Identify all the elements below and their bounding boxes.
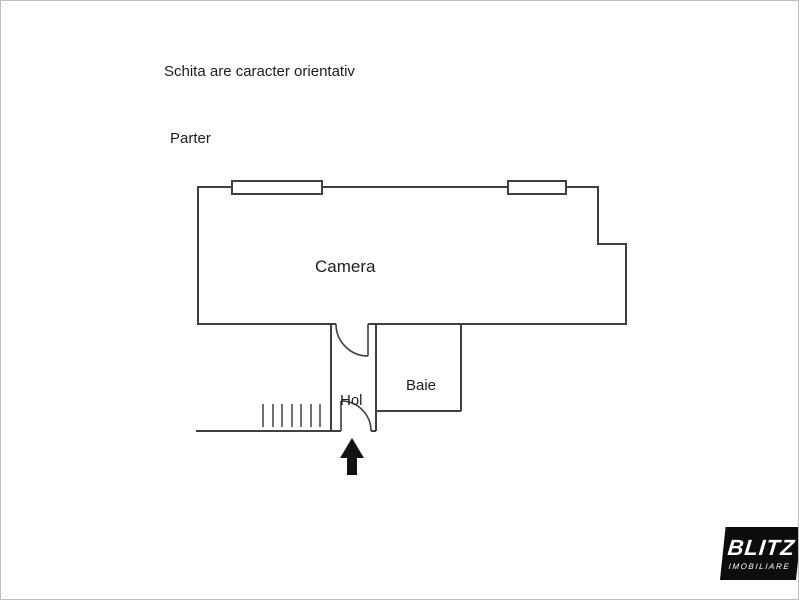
room-label-baie: Baie: [406, 377, 437, 394]
window-right: [507, 180, 567, 195]
blitz-logo: BLITZ IMOBILIARE: [720, 527, 798, 580]
entrance-arrow-icon: [340, 438, 364, 475]
logo-brand-text: BLITZ: [726, 534, 797, 560]
disclaimer-text: Schita are caracter orientativ: [164, 63, 355, 80]
logo-sub-text: IMOBILIARE: [728, 561, 791, 571]
stairs-hatch: [262, 404, 321, 427]
camera-door-swing: [335, 323, 369, 357]
room-label-camera: Camera: [315, 257, 376, 276]
entrance-door-swing: [340, 400, 372, 432]
room-label-hol: Hol: [340, 392, 363, 409]
camera-walls: [197, 186, 627, 325]
floor-label: Parter: [170, 130, 211, 147]
window-left: [231, 180, 323, 195]
